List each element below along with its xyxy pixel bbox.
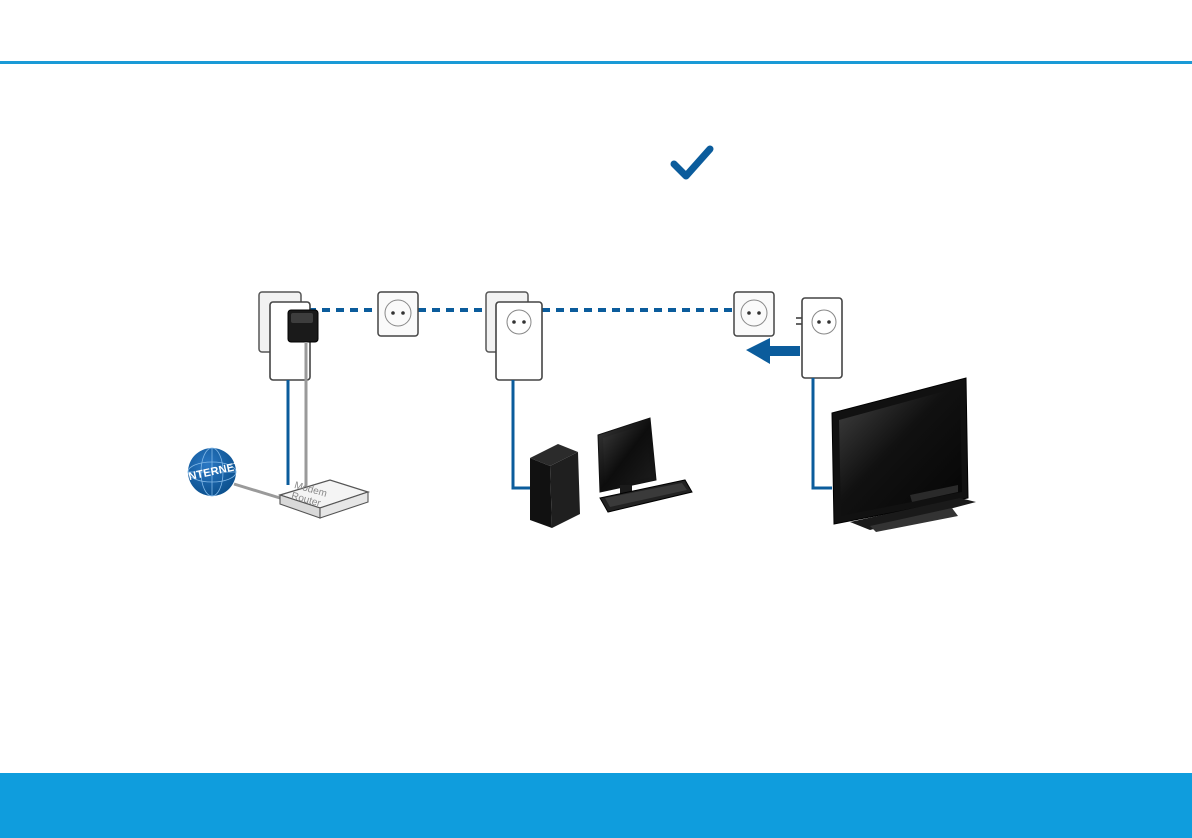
powerline-adapter-icon — [486, 292, 542, 380]
powerline-adapter-icon — [796, 298, 842, 378]
wall-socket-icon — [734, 292, 774, 336]
arrow-icon — [746, 338, 800, 364]
header-rule — [0, 61, 1192, 64]
footer-band — [0, 773, 1192, 838]
computer-icon — [530, 418, 692, 528]
wall-socket-icon — [378, 292, 418, 336]
powerline-adapter-icon — [259, 292, 318, 380]
checkmark-icon — [670, 143, 714, 183]
tv-icon — [832, 378, 976, 532]
